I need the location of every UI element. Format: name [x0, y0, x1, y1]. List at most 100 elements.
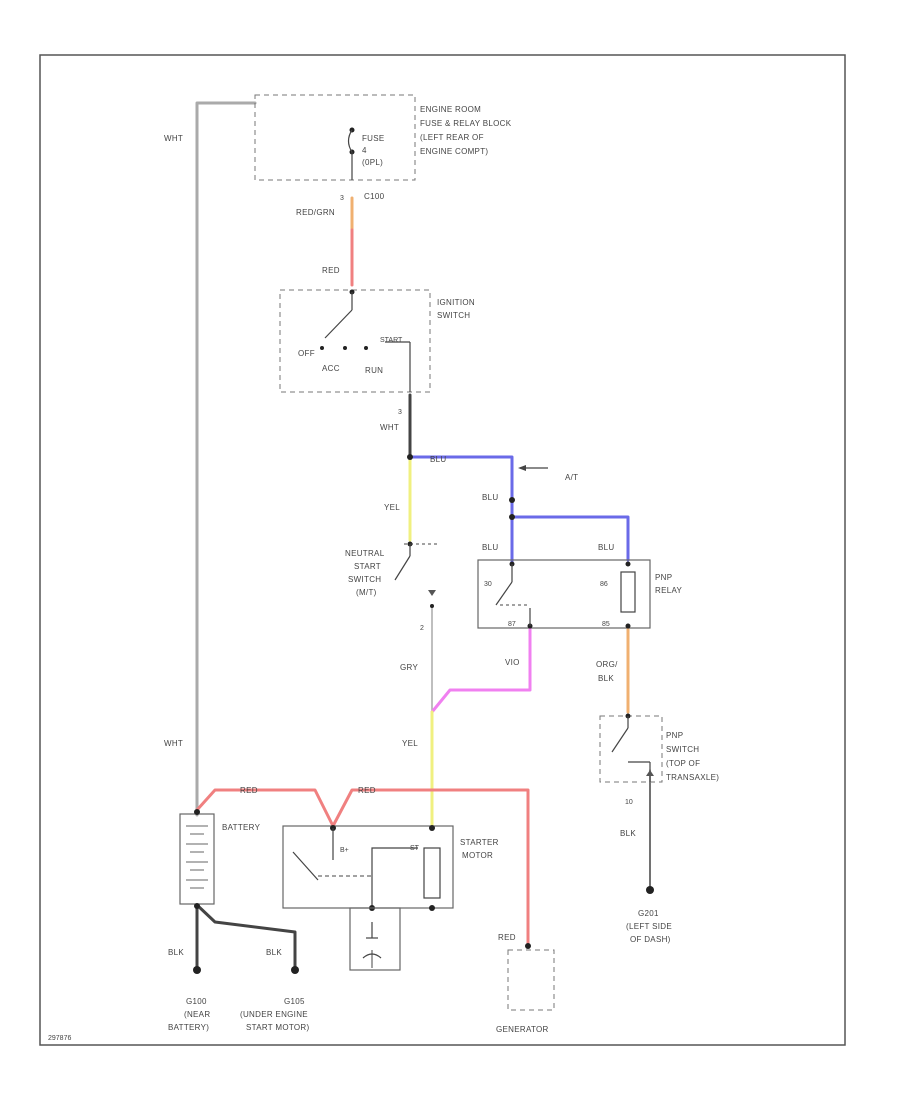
pnp-relay-symbol — [495, 561, 636, 629]
connector-arrow-pnp — [646, 770, 654, 776]
fuse-label-1: FUSE — [362, 134, 385, 143]
starter-terminal-st: ST — [410, 845, 420, 852]
neutral-switch-label-4: (M/T) — [356, 588, 377, 597]
ignition-switch-label-2: SWITCH — [437, 311, 470, 320]
wire-label-blu-top: BLU — [430, 455, 446, 464]
ignition-start-label: START — [380, 337, 403, 344]
at-arrow — [518, 465, 548, 471]
wire-label-yel-lower: YEL — [402, 739, 418, 748]
wire-label-blu-right: BLU — [598, 543, 614, 552]
wire-label-vio: VIO — [505, 658, 520, 667]
ground-dash-label-2: (LEFT SIDE — [626, 922, 672, 931]
ground-dash-label-1: G201 — [638, 909, 659, 918]
wire-label-red-gen: RED — [498, 933, 516, 942]
neutral-switch-label-2: START — [354, 562, 381, 571]
ignition-switch-box — [279, 289, 431, 393]
ignition-switch-label-1: IGNITION — [437, 298, 475, 307]
wire-label-blk-a: BLK — [168, 948, 184, 957]
junction-blu-2 — [509, 514, 515, 520]
diagram-frame — [39, 54, 846, 1046]
ground-dash-label-3: OF DASH) — [630, 935, 671, 944]
wire-label-blk-b: BLK — [266, 948, 282, 957]
relay-terminal-30: 30 — [484, 581, 492, 588]
ignition-off-label: OFF — [298, 349, 315, 358]
ground-battery-label-1: G100 — [186, 997, 207, 1006]
wire-label-wht-ign: WHT — [380, 423, 399, 432]
ground-engine-label-3: START MOTOR) — [246, 1023, 309, 1032]
fuse-block-label-1: ENGINE ROOM — [420, 105, 481, 114]
wire-wht-main — [195, 101, 257, 817]
wire-label-org-blk-1: ORG/ — [596, 660, 618, 669]
starter-label-2: MOTOR — [462, 851, 493, 860]
starter-label-1: STARTER — [460, 838, 499, 847]
pnp-relay-box — [477, 559, 651, 629]
neutral-start-switch-symbol — [394, 541, 440, 581]
pnp-pin-label: 10 — [625, 799, 633, 806]
wire-label-red-b: RED — [358, 786, 376, 795]
ignition-switch-symbol — [320, 289, 411, 392]
fuse-label-3: (0PL) — [362, 158, 383, 167]
connector-arrow-nss — [428, 590, 436, 608]
wire-label-wht-main-top: WHT — [164, 134, 183, 143]
wire-blu-top — [408, 455, 630, 562]
fuse-connector-label: C100 — [364, 192, 385, 201]
starter-motor-symbol — [292, 825, 441, 911]
wire-label-red-top: RED — [322, 266, 340, 275]
fuse-symbol — [347, 127, 355, 180]
battery-label: BATTERY — [222, 823, 261, 832]
wires — [195, 101, 651, 970]
wire-red-battery — [195, 788, 530, 947]
starter-ground-icon — [349, 907, 401, 971]
wire-blk-engine — [195, 903, 297, 970]
generator-terminal — [525, 943, 531, 949]
starter-terminal-b: B+ — [340, 847, 349, 854]
wire-label-red-grn: RED/GRN — [296, 208, 335, 217]
generator-label: GENERATOR — [496, 1025, 549, 1034]
ground-battery-label-3: BATTERY) — [168, 1023, 209, 1032]
nss-pin-label: 2 — [420, 625, 424, 632]
ground-engine-label-2: (UNDER ENGINE — [240, 1010, 308, 1019]
ground-dash-icon — [646, 886, 654, 894]
figure-id: 297876 — [48, 1035, 71, 1042]
ignition-acc-label: ACC — [322, 364, 340, 373]
pnp-switch-label-2: SWITCH — [666, 745, 699, 754]
pnp-relay-label-2: RELAY — [655, 586, 683, 595]
pnp-switch-symbol — [611, 713, 651, 782]
junction-ign — [407, 454, 413, 460]
fuse-block-label-4: ENGINE COMPT) — [420, 147, 488, 156]
wire-label-blk-pnp: BLK — [620, 829, 636, 838]
at-label: A/T — [565, 473, 578, 482]
wire-vio — [430, 626, 532, 714]
wire-label-red-a: RED — [240, 786, 258, 795]
ground-engine-label-1: G105 — [284, 997, 305, 1006]
fuse-block-label-3: (LEFT REAR OF — [420, 133, 484, 142]
generator-box — [507, 949, 555, 1011]
ground-battery-icon — [193, 966, 201, 974]
fuse-label-2: 4 — [362, 146, 367, 155]
fuse-block-box — [254, 94, 416, 181]
ignition-pin-label: 3 — [398, 409, 402, 416]
neutral-switch-label-3: SWITCH — [348, 575, 381, 584]
junction-blu-1 — [509, 497, 515, 503]
wire-label-blu-left: BLU — [482, 543, 498, 552]
wire-label-yel-upper: YEL — [384, 503, 400, 512]
pnp-switch-box — [599, 715, 663, 783]
wire-label-blu-mid: BLU — [482, 493, 498, 502]
relay-terminal-85: 85 — [602, 621, 610, 628]
pnp-switch-label-4: TRANSAXLE) — [666, 773, 719, 782]
pnp-switch-label-1: PNP — [666, 731, 683, 740]
wire-label-org-blk-2: BLK — [598, 674, 614, 683]
ignition-run-label: RUN — [365, 366, 383, 375]
pnp-switch-label-3: (TOP OF — [666, 759, 700, 768]
pnp-relay-label-1: PNP — [655, 573, 672, 582]
starter-motor-box — [282, 825, 454, 909]
neutral-switch-label-1: NEUTRAL — [345, 549, 385, 558]
ground-engine-icon — [291, 966, 299, 974]
wire-label-gry: GRY — [400, 663, 418, 672]
relay-terminal-87: 87 — [508, 621, 516, 628]
relay-terminal-86: 86 — [600, 581, 608, 588]
fuse-pin-label: 3 — [340, 195, 344, 202]
wire-label-wht-main-bottom: WHT — [164, 739, 183, 748]
ground-battery-label-2: (NEAR — [184, 1010, 210, 1019]
fuse-block-label-2: FUSE & RELAY BLOCK — [420, 119, 512, 128]
